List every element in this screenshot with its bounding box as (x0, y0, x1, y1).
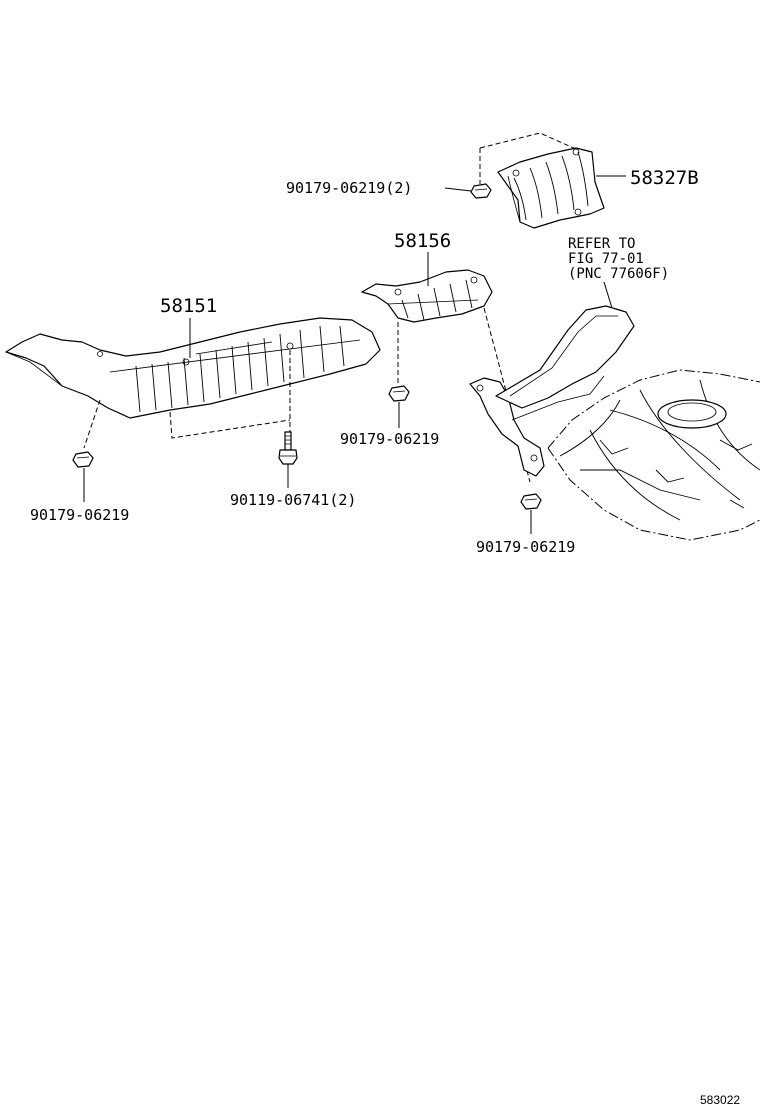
label-refer-line1: REFER TO (568, 236, 635, 252)
fuel-tank (547, 369, 760, 541)
heat-insulator-58327b[interactable] (497, 147, 605, 229)
fuel-filler-bracket[interactable] (469, 305, 635, 477)
bolt[interactable] (278, 431, 298, 465)
label-refer-line2: FIG 77-01 (568, 251, 644, 267)
nut-top[interactable] (470, 183, 492, 199)
diagram-id: 583022 (700, 1093, 740, 1107)
label-nut-top: 90179-06219(2) (286, 179, 412, 197)
heat-insulator-58156[interactable] (361, 269, 493, 323)
label-refer-line3: (PNC 77606F) (568, 266, 669, 282)
label-bolt: 90119-06741(2) (230, 491, 356, 509)
label-58151: 58151 (160, 295, 217, 317)
nut-right[interactable] (520, 493, 542, 510)
nut-middle[interactable] (388, 385, 410, 402)
heat-insulator-58151[interactable] (5, 317, 381, 419)
label-nut-middle: 90179-06219 (340, 430, 439, 448)
label-nut-right: 90179-06219 (476, 538, 575, 556)
nut-left[interactable] (72, 451, 94, 468)
label-58156: 58156 (394, 230, 451, 252)
label-nut-left: 90179-06219 (30, 506, 129, 524)
label-58327b: 58327B (630, 167, 699, 189)
